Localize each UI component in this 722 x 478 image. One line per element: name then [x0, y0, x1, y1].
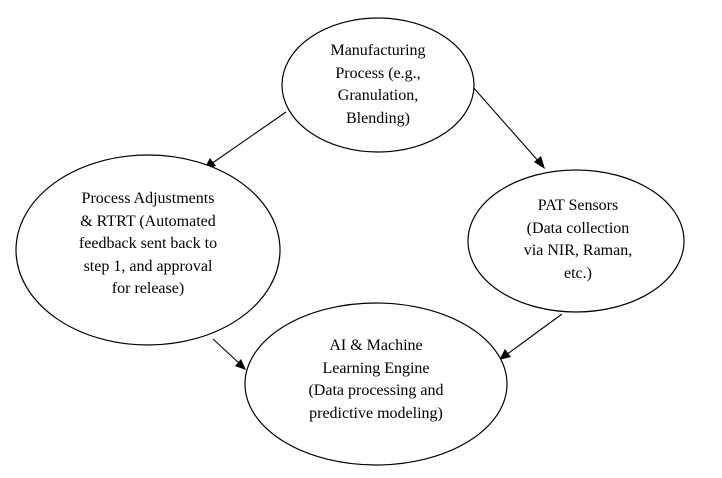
- label-line: (Data processing and: [308, 382, 444, 399]
- node-label-manufacturing-process: Manufacturing Process (e.g., Granulation…: [330, 40, 425, 130]
- arrowhead-icon: [499, 349, 511, 360]
- label-line: Blending): [345, 109, 410, 127]
- node-label-ai-ml-engine: AI & Machine Learning Engine (Data proce…: [308, 335, 443, 425]
- label-line: via NIR, Raman,: [523, 242, 633, 259]
- edge-process-adjustments-to-ai-engine: [212, 338, 241, 365]
- label-line: Process Adjustments: [81, 189, 215, 207]
- label-line: Process (e.g.,: [335, 64, 421, 82]
- edge-manufacturing-to-pat-sensors: [471, 85, 541, 164]
- label-line: for release): [111, 279, 185, 297]
- edge-pat-sensors-to-ai-engine: [505, 313, 563, 356]
- label-line: Learning Engine: [322, 359, 430, 377]
- label-line: predictive modeling): [309, 404, 443, 422]
- label-line: step 1, and approval: [83, 257, 213, 275]
- label-line: Granulation,: [337, 87, 419, 104]
- label-line: etc.): [564, 264, 592, 282]
- label-line: PAT Sensors: [537, 197, 619, 214]
- node-label-pat-sensors: PAT Sensors (Data collection via NIR, Ra…: [524, 195, 632, 285]
- label-line: feedback sent back to: [78, 234, 218, 252]
- arrowhead-icon: [235, 359, 246, 370]
- label-line: Manufacturing: [330, 42, 426, 59]
- edges: [204, 85, 563, 370]
- node-manufacturing-process: [281, 17, 475, 153]
- node-pat-sensors: [467, 169, 685, 313]
- node-ai-ml-engine: [244, 302, 508, 466]
- label-line: & RTRT (Automated: [80, 212, 216, 230]
- edge-manufacturing-to-process-adjustments: [210, 111, 287, 165]
- node-process-adjustments: [15, 154, 281, 346]
- label-line: AI & Machine: [329, 337, 423, 354]
- node-label-process-adjustments: Process Adjustments & RTRT (Automated fe…: [79, 188, 217, 301]
- arrowhead-icon: [534, 156, 545, 169]
- label-line: (Data collection: [526, 219, 630, 237]
